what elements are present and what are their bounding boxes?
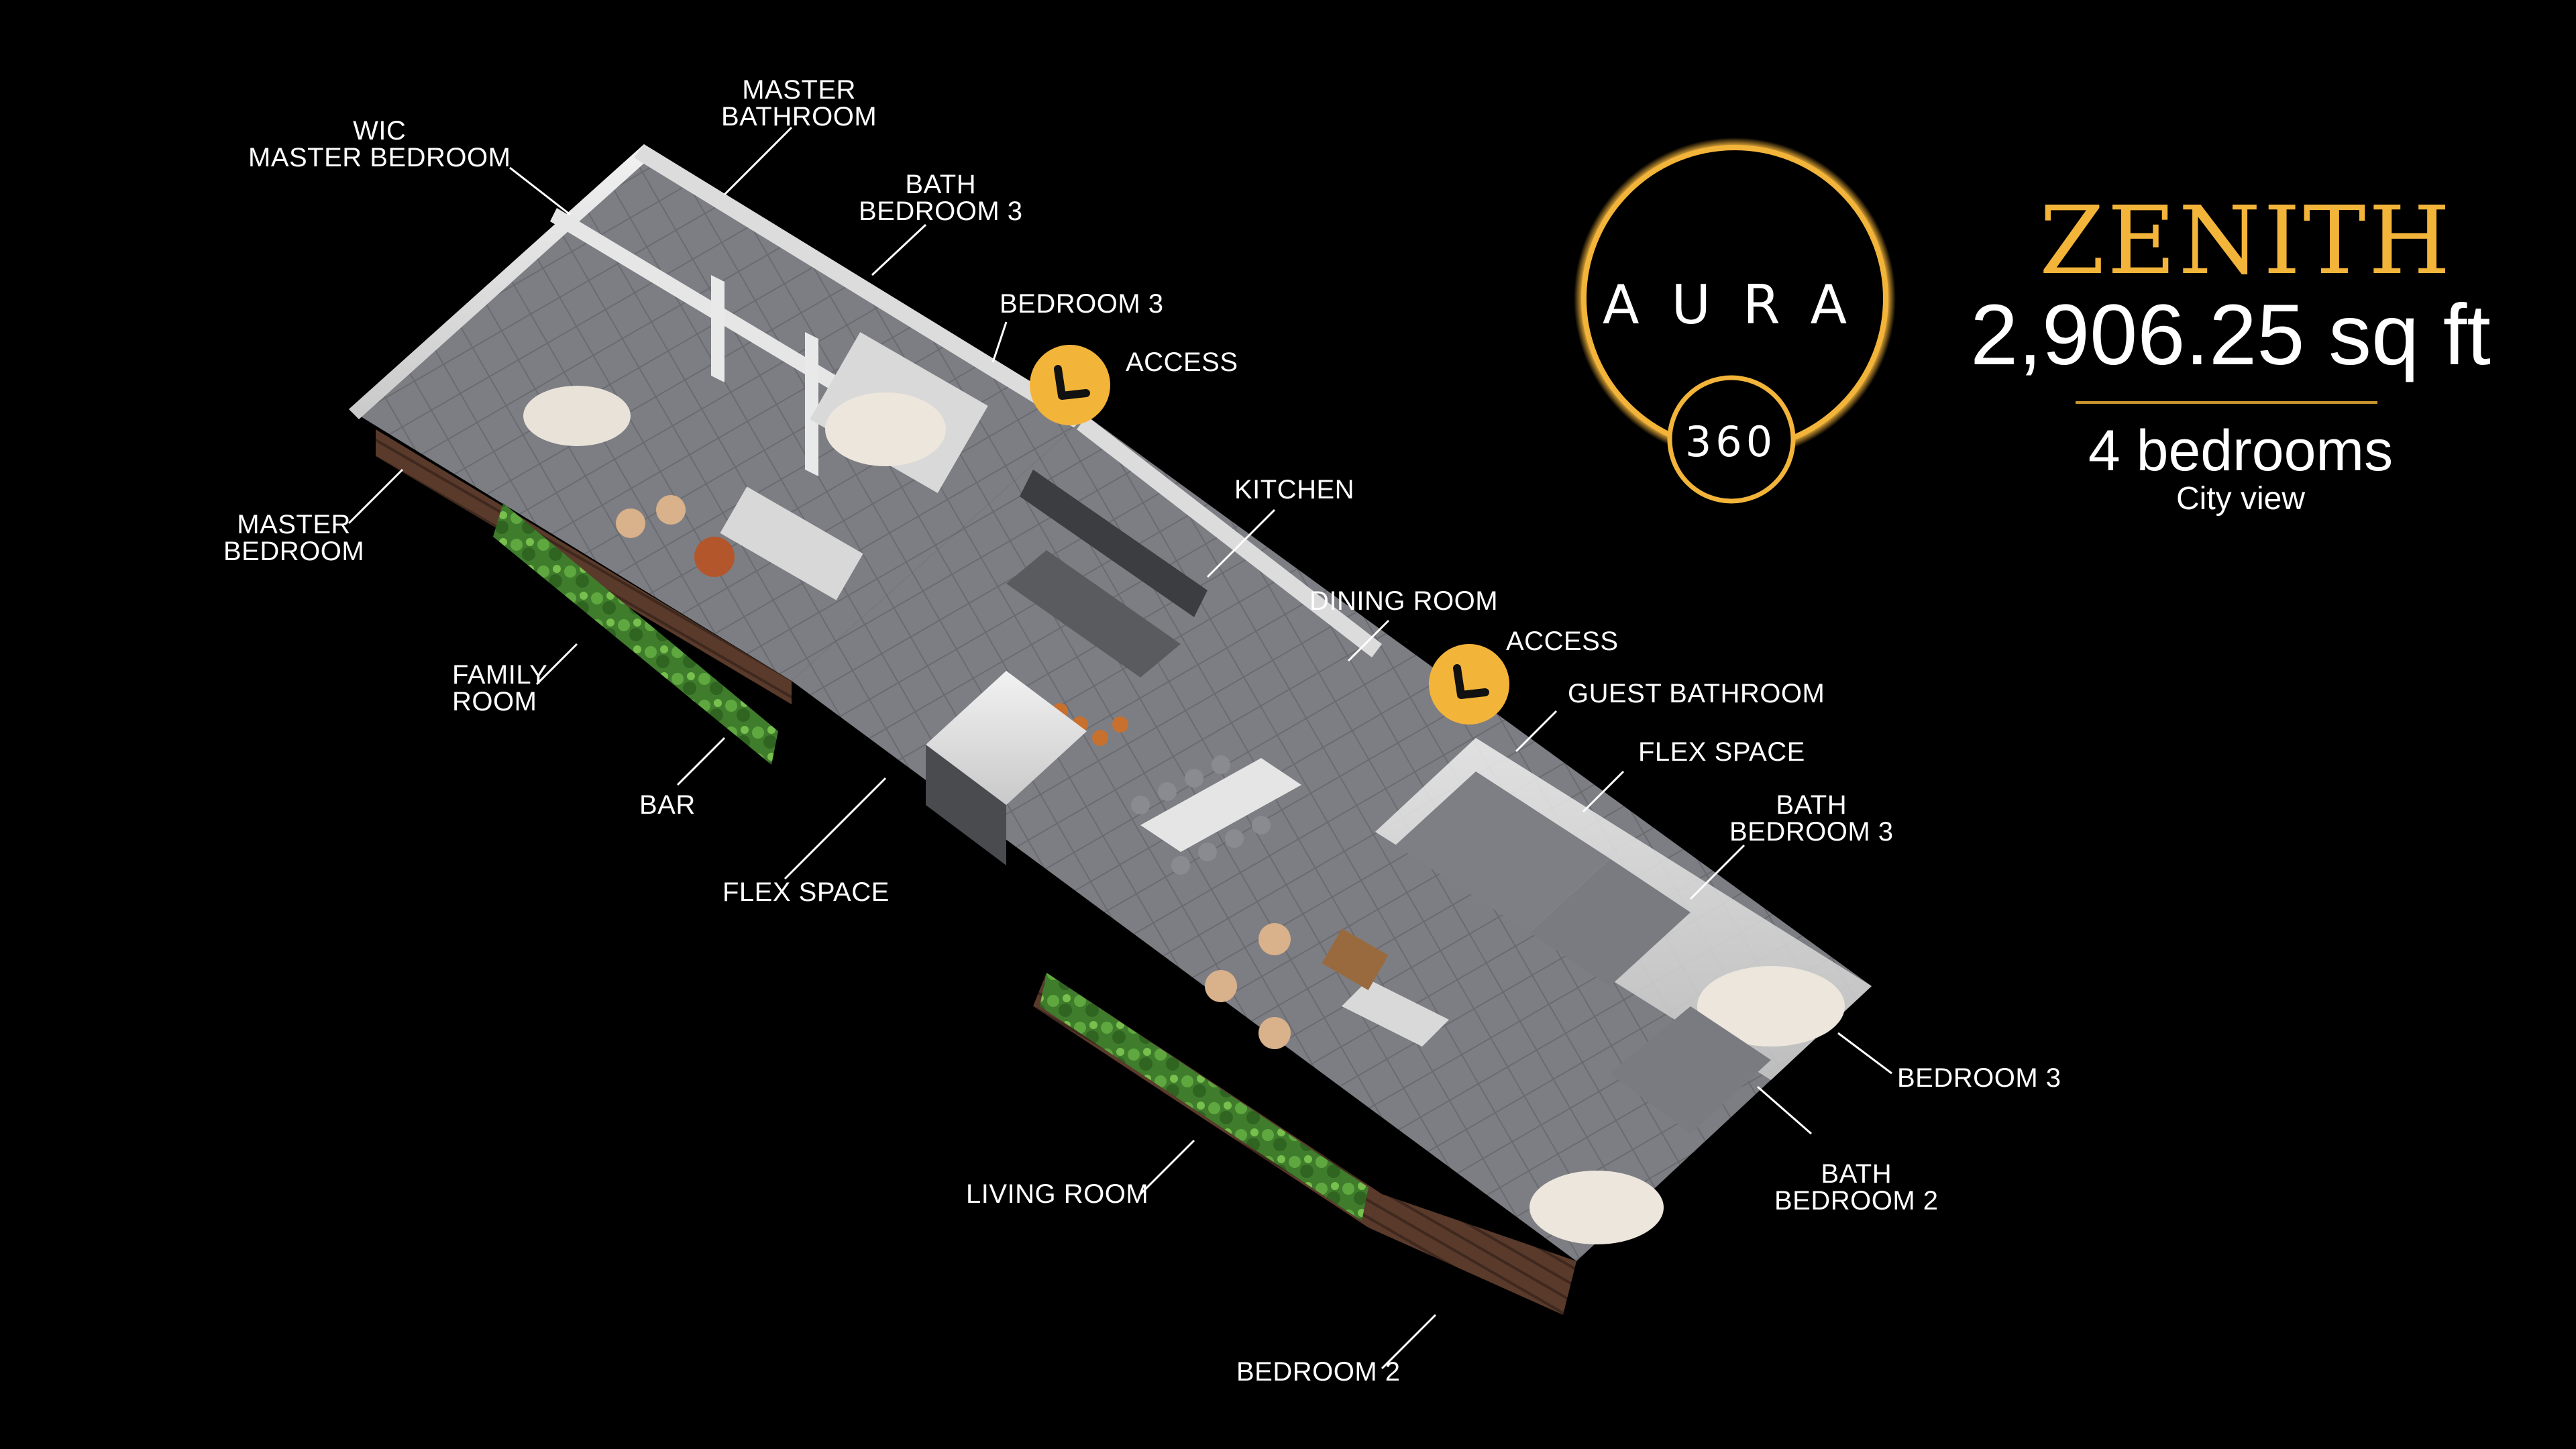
label-flex-space-right: FLEX SPACE [1638,737,1805,767]
unit-bedrooms: 4 bedrooms [2088,419,2394,483]
brand-badge: 360 [1684,417,1777,466]
main-living-block [792,416,1872,1261]
label-dining-room: DINING ROOM [1309,586,1499,616]
label-access-right: ACCESS [1506,627,1619,656]
label-living-room: LIVING ROOM [966,1179,1149,1209]
aura-ring-logo-icon [1574,138,1896,504]
label-guest-bathroom: GUEST BATHROOM [1568,679,1825,708]
terrace-planters [493,503,1576,1315]
label-flex-space-left: FLEX SPACE [722,877,890,907]
label-bedroom3-right: BEDROOM 3 [1897,1063,2061,1093]
label-access-top: ACCESS [1126,347,1238,377]
divider [2076,401,2377,404]
label-bedroom2: BEDROOM 2 [1236,1357,1401,1387]
access-marker-icon [1429,644,1509,724]
unit-area: 2,906.25 sq ft [1970,287,2491,383]
brand-wordmark: AURA [1602,274,1880,336]
access-marker-icon [1030,345,1110,425]
label-bedroom3-top: BEDROOM 3 [1000,289,1164,319]
label-bar: BAR [639,790,696,820]
master-suite-block [349,144,1087,704]
label-kitchen: KITCHEN [1234,475,1355,504]
unit-view: City view [2176,481,2306,517]
unit-name: ZENITH [2039,186,2453,296]
